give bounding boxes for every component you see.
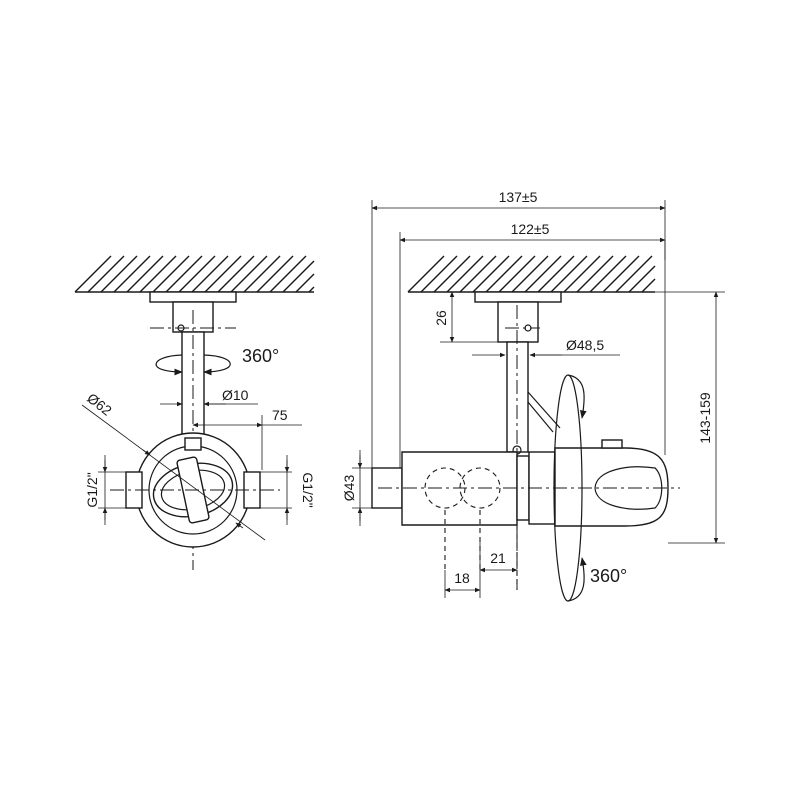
hatch-line [641, 278, 656, 293]
hatch-line [87, 255, 125, 293]
hatch-line [563, 255, 601, 293]
hatch-line [243, 255, 281, 293]
hatch-line [433, 255, 471, 293]
overall-width-label: 137±5 [499, 189, 538, 205]
hatch-line [485, 255, 523, 293]
hatch-line [256, 255, 294, 293]
hatch-line [139, 255, 177, 293]
left-pipe-collar [184, 437, 202, 451]
dim-18-label: 18 [454, 570, 470, 586]
inlet-diameter-label: Ø43 [341, 475, 357, 502]
hatch-line [472, 255, 510, 293]
hatch-line [230, 255, 268, 293]
right-rotation-label: 360° [590, 566, 627, 586]
pipe-diameter-label: Ø10 [222, 387, 249, 403]
flange-height-label: 26 [433, 310, 449, 326]
left-ceiling-hatch [74, 255, 315, 293]
hatch-line [113, 255, 151, 293]
hatch-line [126, 255, 164, 293]
left-rotation-arrow [155, 354, 183, 376]
right-view: 137±5 122±5 143-159 26 Ø48,5 [341, 189, 725, 602]
hatch-line [511, 255, 549, 293]
hatch-line [100, 255, 138, 293]
right-flange-block [497, 301, 539, 343]
thread-left-label: G1/2" [84, 472, 100, 507]
hatch-line [217, 255, 255, 293]
body-diameter-label: Ø62 [84, 390, 115, 419]
hatch-line [308, 286, 315, 293]
hatch-line [602, 255, 640, 293]
hatch-line [165, 255, 203, 293]
right-ceiling-hatch [407, 255, 656, 293]
right-handle [554, 447, 669, 527]
right-handle-cap [601, 439, 623, 449]
hatch-line [446, 255, 484, 293]
dim-21-label: 21 [490, 550, 506, 566]
hatch-line [420, 255, 458, 293]
height-range-label: 143-159 [697, 392, 713, 444]
offset-label: 75 [272, 407, 288, 423]
body-diameter-leader [81, 404, 266, 541]
left-view: 360° Ø10 75 G1/2" G1/2" [74, 255, 316, 570]
hatch-line [550, 255, 588, 293]
hatch-line [589, 255, 627, 293]
hatch-line [204, 255, 242, 293]
left-rotation-label: 360° [242, 346, 279, 366]
hatch-line [74, 255, 112, 293]
hatch-line [537, 255, 575, 293]
thread-right-label: G1/2" [300, 472, 316, 507]
hatch-line [152, 255, 190, 293]
left-flange-plate [149, 291, 237, 303]
hatch-line [191, 255, 229, 293]
hatch-line [576, 255, 614, 293]
inner-width-label: 122±5 [511, 221, 550, 237]
hatch-line [498, 255, 536, 293]
hatch-line [628, 265, 656, 293]
flange-diameter-label: Ø48,5 [566, 337, 604, 353]
hatch-line [295, 273, 315, 293]
hatch-line [459, 255, 497, 293]
hatch-line [615, 255, 653, 293]
hatch-line [407, 255, 445, 293]
hidden-bore-2 [459, 467, 501, 509]
right-flange-plate [474, 291, 562, 303]
hatch-line [178, 255, 216, 293]
hatch-line [282, 260, 315, 293]
hatch-line [269, 255, 307, 293]
hatch-line [524, 255, 562, 293]
